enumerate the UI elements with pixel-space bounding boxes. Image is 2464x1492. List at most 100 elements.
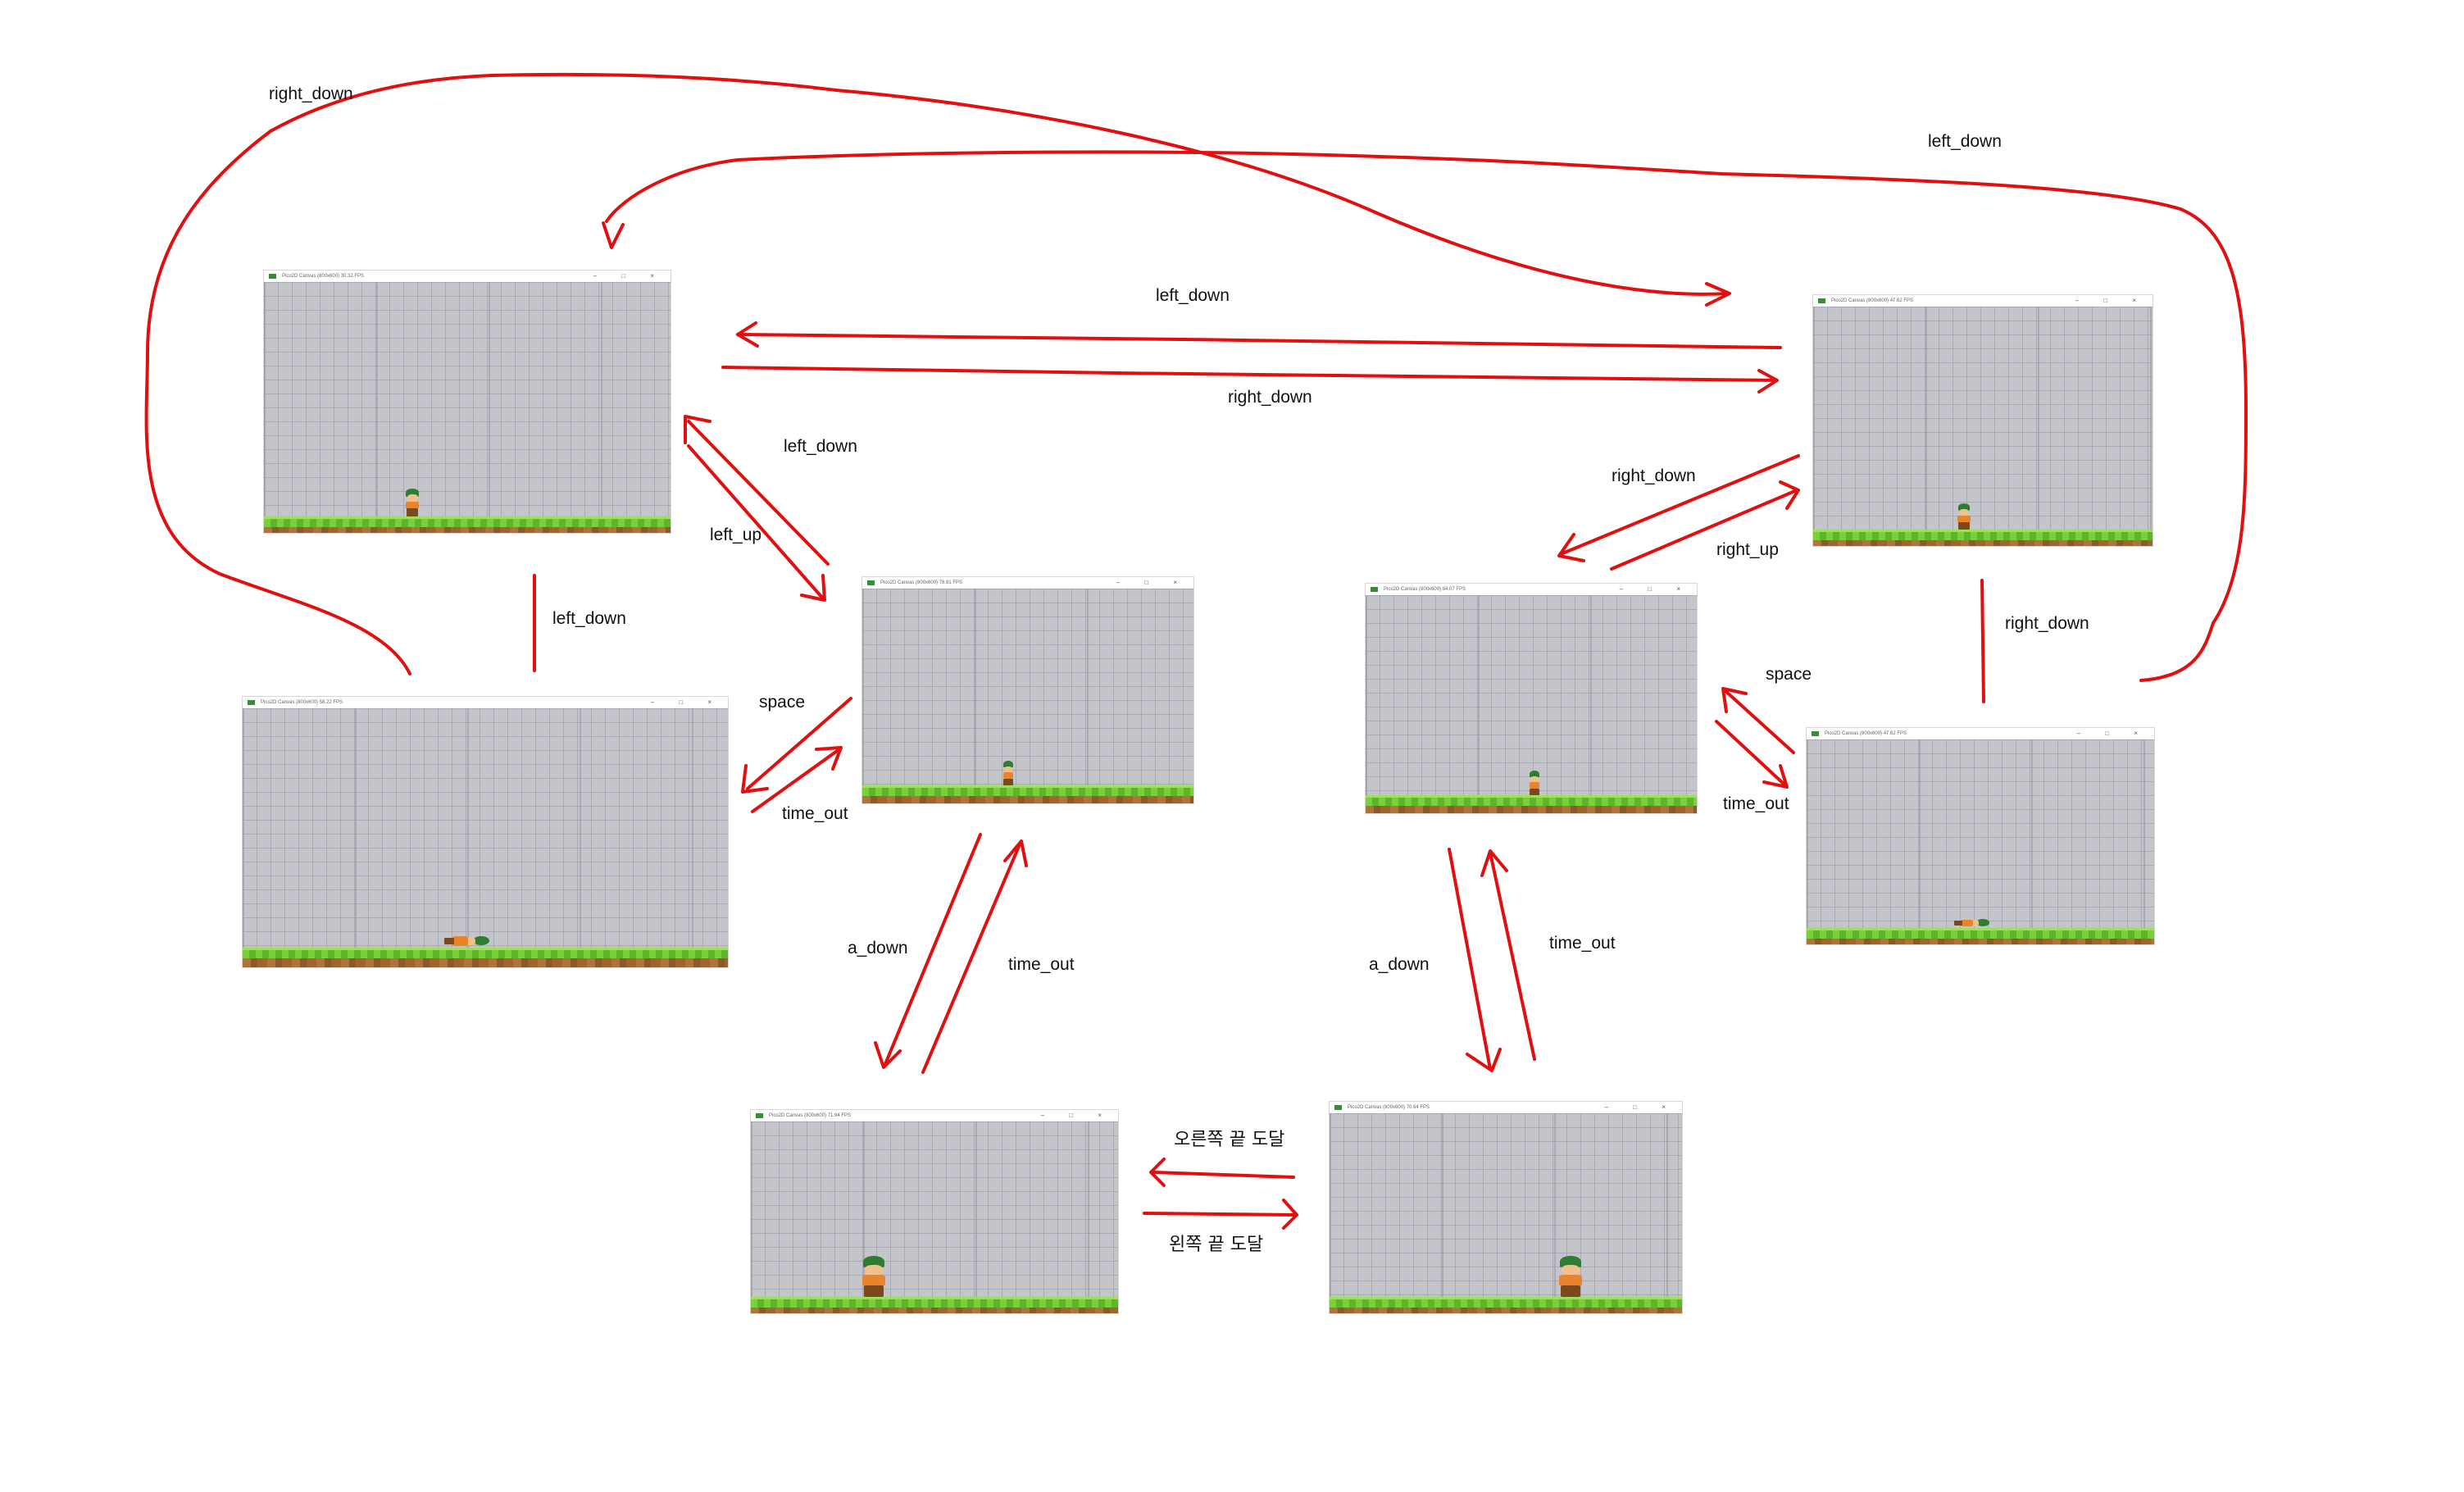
label-reach-right-end: 오른쪽 끝 도달 <box>1174 1130 1285 1150</box>
grass-strip <box>1807 928 2154 939</box>
window-title: Pico2D Canvas (800x600) 47.62 FPS <box>1831 298 1914 303</box>
screen-run-left: Pico2D Canvas (800x600) 30.32 FPS – □ × <box>264 271 671 533</box>
window-controls: – □ × <box>593 272 666 280</box>
app-icon <box>1334 1105 1342 1110</box>
label-left-down-loop: left_down <box>1928 132 2002 151</box>
label-time-out-left: time_out <box>782 804 848 823</box>
grass-strip <box>243 948 728 958</box>
label-left-down-top: left_down <box>1156 286 1230 305</box>
label-time-out-bottom-right: time_out <box>1549 934 1616 953</box>
arrowhead <box>736 321 759 348</box>
arrow-left-down-mid <box>687 420 830 566</box>
game-viewport <box>751 1121 1118 1313</box>
arrowhead <box>1757 369 1779 393</box>
app-icon <box>1371 587 1378 592</box>
boy-sprite <box>1526 771 1543 795</box>
label-left-down-vertical: left_down <box>552 609 626 628</box>
label-right-down-vertical: right_down <box>2005 614 2089 633</box>
screen-idle-left: Pico2D Canvas (800x600) 78.91 FPS – □ × <box>862 577 1193 803</box>
label-time-out-bottom-left: time_out <box>1008 955 1075 974</box>
grass-strip <box>1813 530 2153 540</box>
boy-sprite-large <box>856 1256 892 1297</box>
game-viewport <box>1366 595 1697 813</box>
window-titlebar: Pico2D Canvas (800x600) 47.62 FPS – □ × <box>1807 728 2154 739</box>
arrowhead <box>1480 849 1508 877</box>
screen-idle-right: Pico2D Canvas (800x600) 84.07 FPS– □ × <box>1366 584 1697 813</box>
arrowhead <box>1466 1048 1502 1072</box>
arrow-right-down-vertical <box>1980 579 1985 703</box>
label-right-up-mid: right_up <box>1716 540 1779 559</box>
window-controls: – □ × <box>1040 1112 1113 1119</box>
window-title: Pico2D Canvas (800x600) 30.32 FPS <box>282 274 365 279</box>
arrow-loop-left-down <box>605 150 2248 682</box>
label-right-down-loop: right_down <box>269 84 353 103</box>
window-controls: – □ × <box>2076 730 2149 737</box>
arrow-time-out-bottom-right <box>1489 851 1536 1061</box>
game-viewport <box>243 708 728 967</box>
game-viewport <box>1330 1113 1682 1313</box>
arrow-reach-left-end <box>1143 1212 1297 1217</box>
label-a-down-left: a_down <box>848 939 908 958</box>
grass-strip <box>751 1297 1118 1308</box>
arrowhead <box>1721 687 1748 713</box>
arrowhead <box>1779 480 1800 510</box>
label-space-right: space <box>1766 665 1812 684</box>
arrow-left-down-top <box>736 333 1782 349</box>
window-controls: – □ × <box>1604 1103 1677 1111</box>
window-titlebar: Pico2D Canvas (800x600) 70.64 FPS – □ × <box>1330 1102 1682 1113</box>
label-reach-left-end: 왼쪽 끝 도달 <box>1169 1235 1264 1255</box>
window-titlebar: Pico2D Canvas (800x600) 78.91 FPS – □ × <box>862 577 1193 589</box>
arrowhead <box>684 415 711 444</box>
arrow-space-left <box>746 697 852 790</box>
arrowhead <box>1705 282 1731 307</box>
window-title: Pico2D Canvas (800x600) 78.91 FPS <box>880 580 963 585</box>
window-controls: – □ × <box>650 698 723 706</box>
grass-strip <box>1330 1297 1682 1308</box>
arrow-a-down-right <box>1448 848 1492 1071</box>
app-icon <box>1818 298 1825 303</box>
window-title: Pico2D Canvas (800x600) 70.64 FPS <box>1348 1105 1430 1110</box>
arrow-reach-right-end <box>1152 1171 1295 1179</box>
game-viewport <box>1807 739 2154 944</box>
dirt-strip <box>243 958 728 967</box>
window-controls: – □ × <box>1619 585 1692 593</box>
window-titlebar: Pico2D Canvas (800x600) 47.62 FPS– □ × <box>1813 295 2153 307</box>
label-space-left: space <box>759 693 806 712</box>
app-icon <box>756 1113 763 1118</box>
arrow-right-down-mid <box>1559 454 1800 556</box>
game-viewport <box>1813 307 2153 546</box>
dirt-strip <box>751 1308 1118 1313</box>
arrowhead <box>741 764 769 794</box>
arrowhead <box>1149 1158 1166 1187</box>
arrow-time-out-left <box>751 748 841 813</box>
boy-sprite-large <box>1553 1256 1589 1297</box>
boy-sprite <box>1000 761 1016 785</box>
dirt-strip <box>264 527 671 533</box>
app-icon <box>1812 731 1819 736</box>
label-time-out-right: time_out <box>1723 794 1789 813</box>
arrowhead <box>1557 533 1585 562</box>
arrow-loop-right-down <box>144 72 1730 675</box>
arrowhead <box>602 221 625 249</box>
boy-sprite-lying <box>444 935 490 948</box>
window-titlebar: Pico2D Canvas (800x600) 58.22 FPS– □ × <box>243 697 728 708</box>
window-title: Pico2D Canvas (800x600) 47.62 FPS <box>1825 731 1907 736</box>
app-icon <box>269 274 276 279</box>
grass-strip <box>862 785 1193 796</box>
boy-sprite <box>402 489 423 516</box>
boy-sprite <box>1954 503 1974 530</box>
dirt-strip <box>1807 939 2154 944</box>
arrowhead <box>874 1041 902 1069</box>
dirt-strip <box>1330 1308 1682 1313</box>
label-right-down-top: right_down <box>1228 388 1312 407</box>
arrow-right-up-mid <box>1610 489 1798 571</box>
arrow-right-down-top <box>721 366 1777 382</box>
screen-sleep-left: Pico2D Canvas (800x600) 58.22 FPS– □ × <box>243 697 728 967</box>
arrowhead <box>815 746 843 771</box>
window-controls: – □ × <box>1116 579 1189 586</box>
dirt-strip <box>862 796 1193 803</box>
game-viewport <box>862 589 1193 803</box>
arrowhead <box>1282 1199 1298 1230</box>
